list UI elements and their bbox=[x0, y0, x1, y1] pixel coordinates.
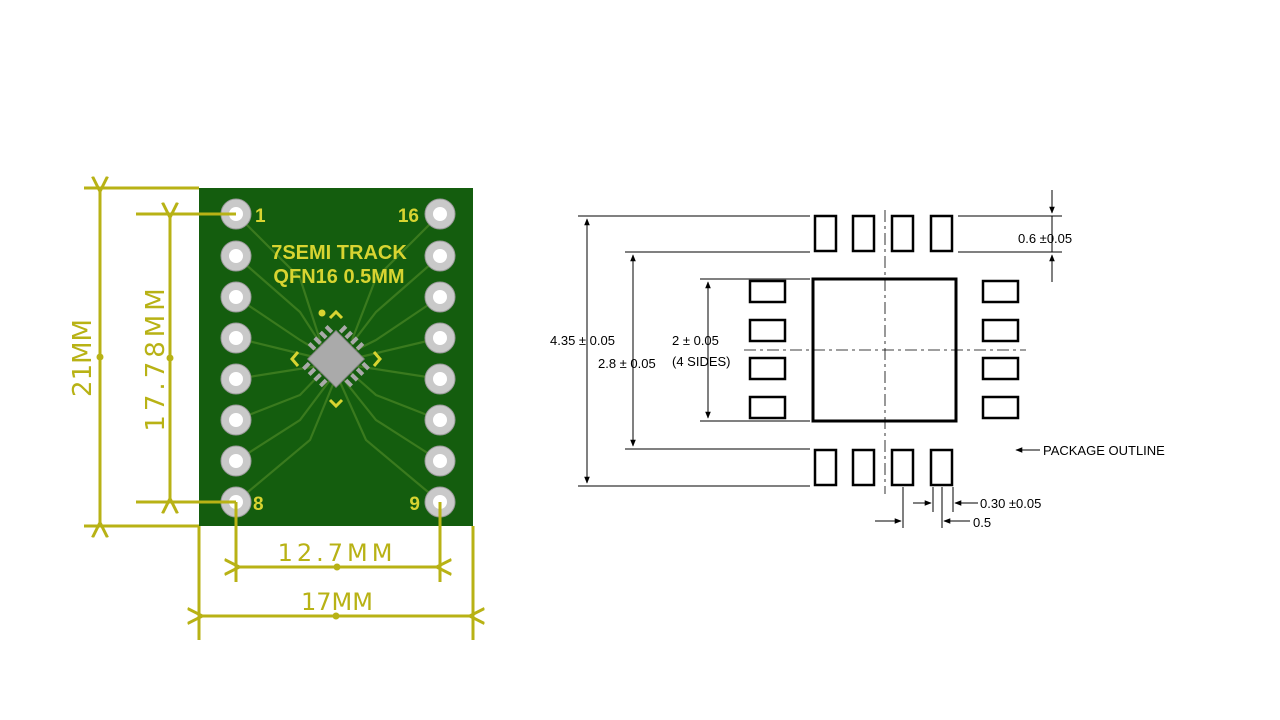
dim-2-8-label: 2.8 ± 0.05 bbox=[598, 356, 656, 371]
dim-2-label: 2 ± 0.05 bbox=[672, 333, 719, 348]
pin-label-9: 9 bbox=[409, 494, 420, 515]
right-pin-pads bbox=[424, 198, 456, 518]
dim-4-35-label: 4.35 ± 0.05 bbox=[550, 333, 615, 348]
bottom-pads bbox=[813, 448, 954, 487]
pin-label-1: 1 bbox=[255, 206, 266, 227]
board-dimension-lines: 21MM 17.78MM 12.7MM 17MM bbox=[68, 188, 473, 640]
exposed-pad bbox=[811, 277, 958, 423]
board-title-line1: 7SEMI TRACK bbox=[271, 242, 407, 264]
dim-21mm-label: 21MM bbox=[68, 319, 98, 397]
dim-0-5-label: 0.5 bbox=[973, 515, 991, 530]
top-pads bbox=[813, 214, 954, 253]
package-outline-label: PACKAGE OUTLINE bbox=[1043, 443, 1165, 458]
pcb-board: 7SEMI TRACK QFN16 0.5MM 1 16 8 9 bbox=[199, 188, 473, 526]
right-pads bbox=[981, 279, 1020, 420]
dim-0-6-label: 0.6 ±0.05 bbox=[1018, 231, 1072, 246]
pin-label-16: 16 bbox=[398, 206, 419, 227]
pin-label-8: 8 bbox=[253, 494, 264, 515]
board-title-line2: QFN16 0.5MM bbox=[273, 266, 404, 288]
qfn-chip-footprint bbox=[290, 309, 382, 409]
dim-12-7mm-label: 12.7MM bbox=[278, 539, 397, 567]
dim-17mm-label: 17MM bbox=[301, 588, 373, 616]
dim-4sides-label: (4 SIDES) bbox=[672, 354, 731, 369]
dim-0-30-label: 0.30 ±0.05 bbox=[980, 496, 1041, 511]
dim-17-78mm-label: 17.78MM bbox=[141, 284, 171, 431]
qfn-footprint-drawing: 4.35 ± 0.05 2.8 ± 0.05 2 ± 0.05 (4 SIDES… bbox=[550, 190, 1165, 530]
left-pin-pads bbox=[220, 198, 252, 518]
left-pads bbox=[748, 279, 787, 420]
